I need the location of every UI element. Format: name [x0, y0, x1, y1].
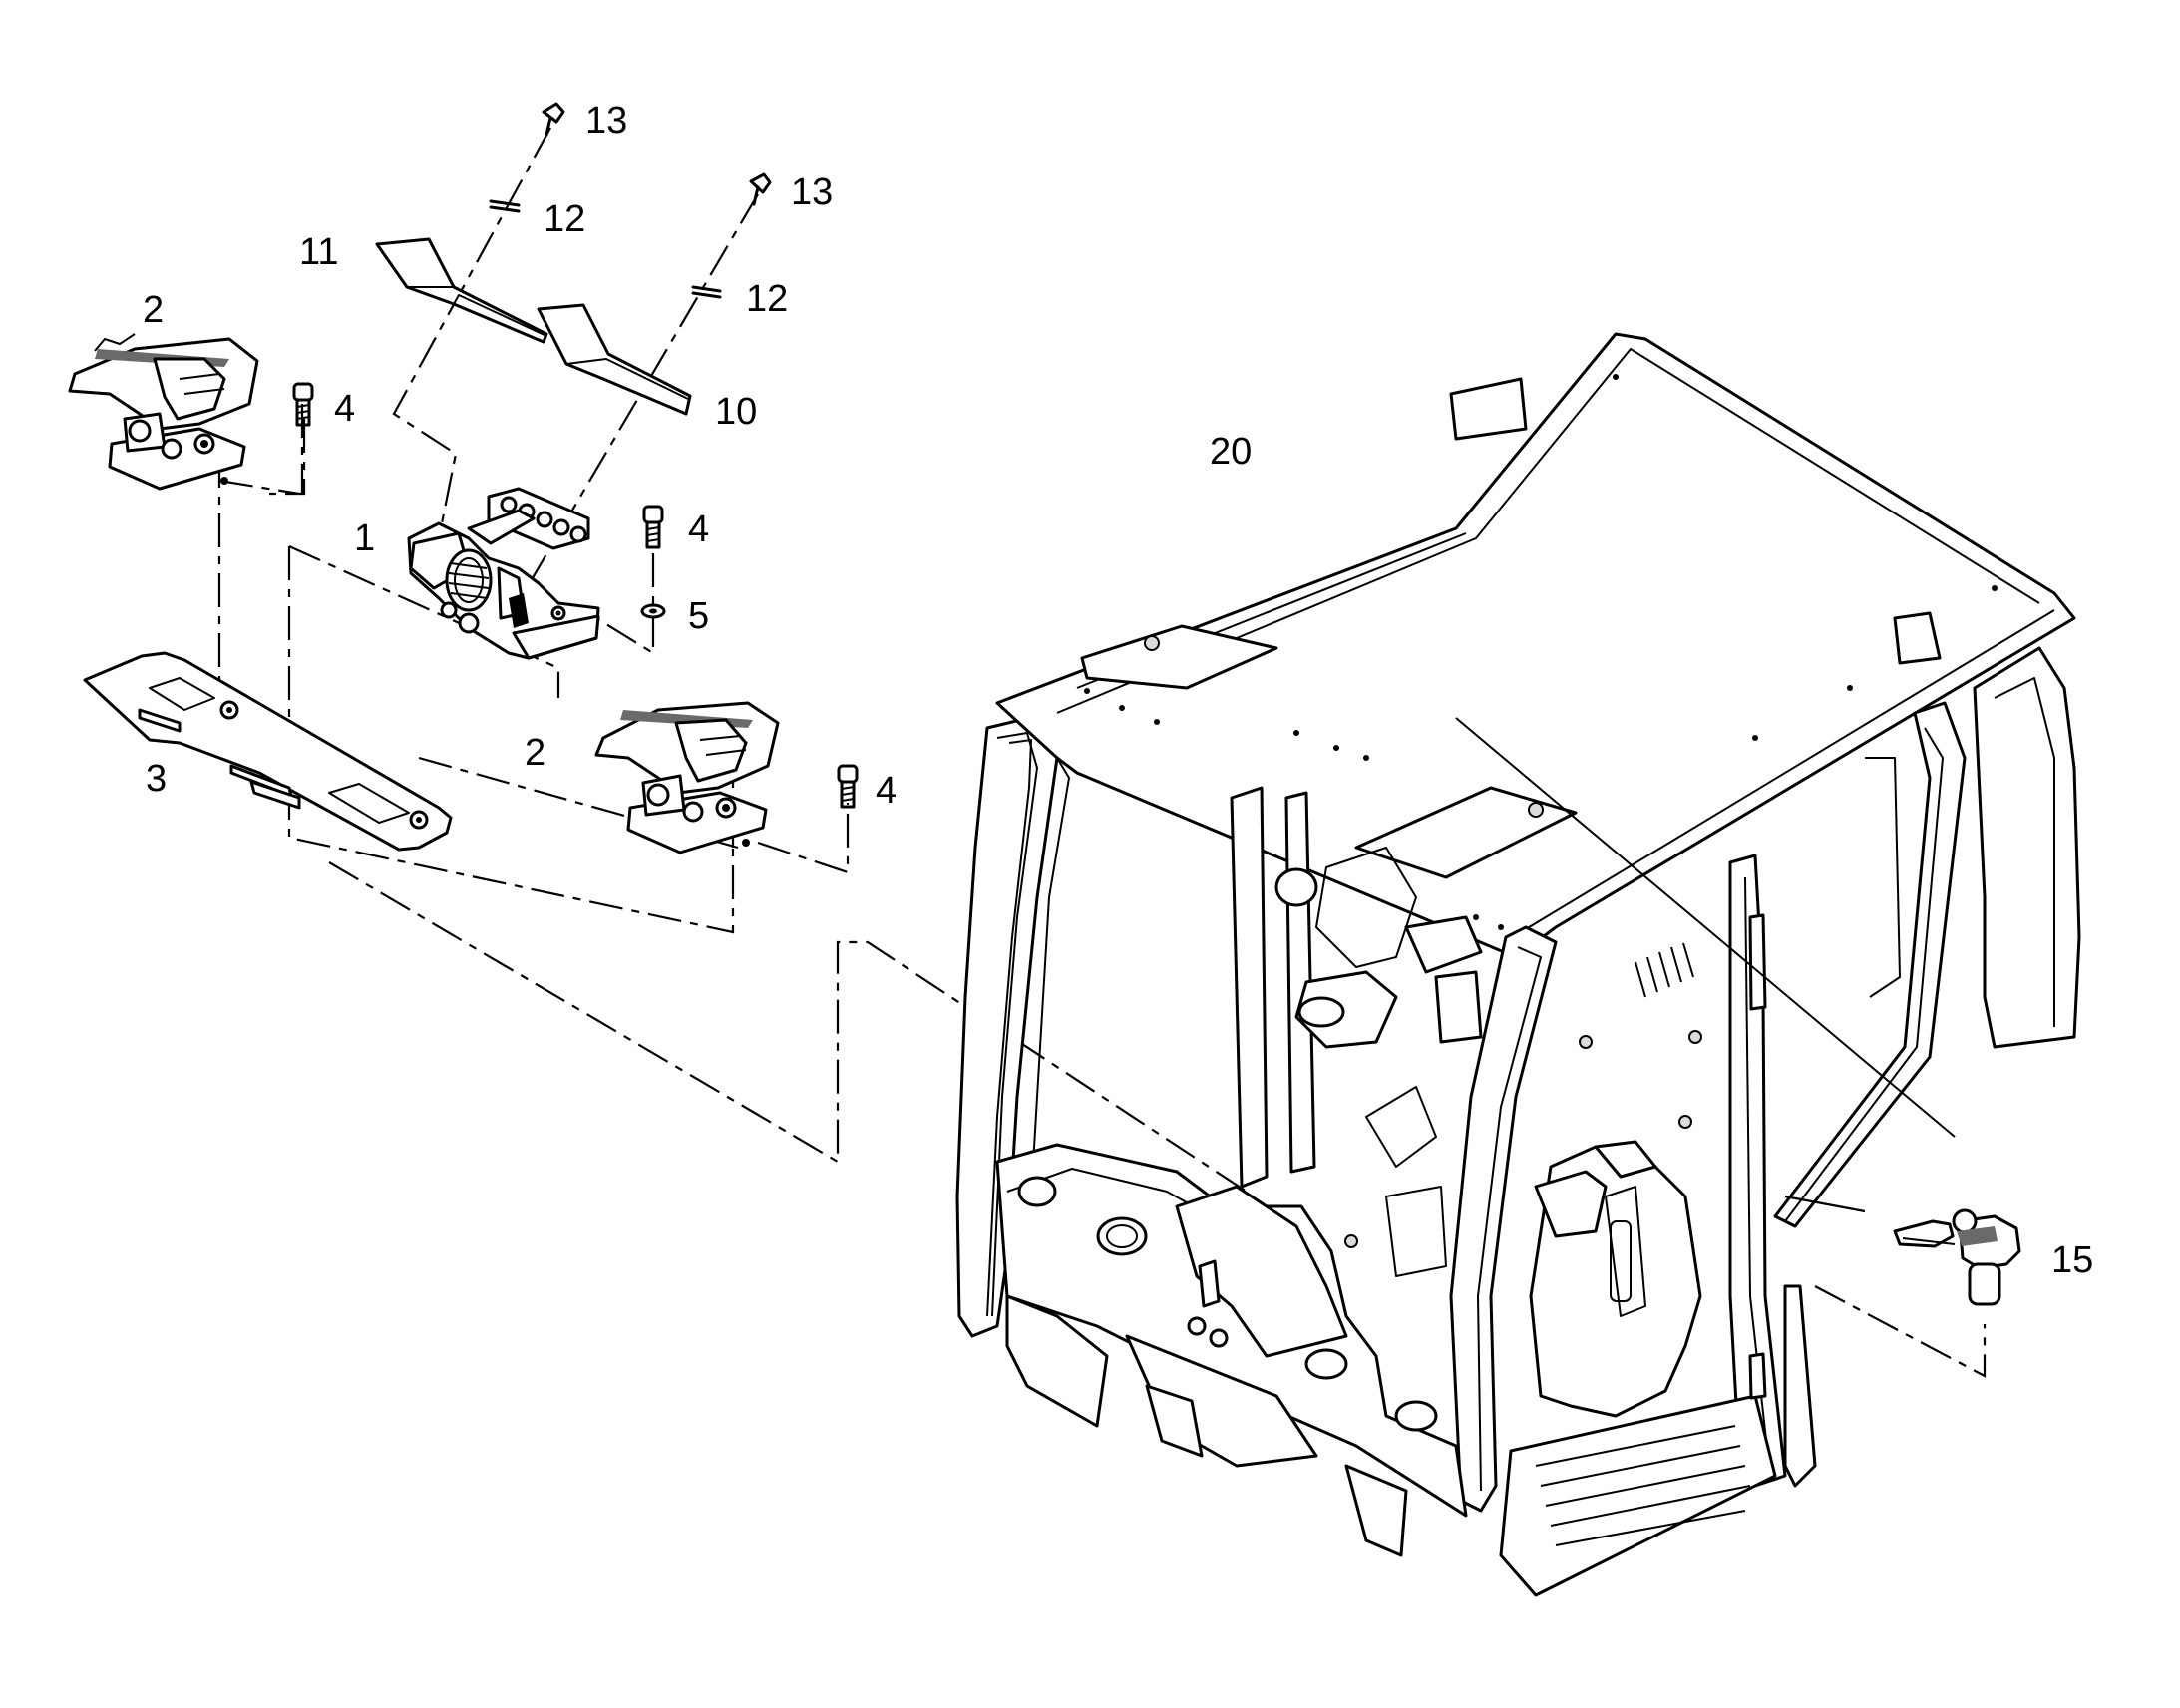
wiper-motor-15-icon [1893, 1208, 2021, 1306]
pedal-assembly-1-icon [407, 487, 600, 660]
assembly-leader-lines [217, 127, 1987, 1378]
callout-15: 15 [2051, 1239, 2093, 1281]
callout-4: 4 [876, 770, 897, 812]
callout-10: 10 [715, 391, 757, 433]
callout-13: 13 [585, 100, 627, 142]
bolt-4-icon [837, 764, 859, 809]
callout-5: 5 [688, 595, 709, 637]
floor-plate-3-icon [83, 651, 453, 852]
screw-13-icon [749, 172, 772, 206]
callout-labels: 13 13 12 12 11 10 2 2 4 4 4 1 5 3 20 15 [143, 100, 2093, 1281]
callout-13: 13 [791, 171, 833, 213]
callout-12: 12 [746, 278, 788, 320]
pedal-bracket-2-icon [68, 333, 259, 491]
bolt-4-icon [292, 382, 314, 427]
pedal-bracket-2-icon [594, 701, 780, 854]
bolt-4-icon [642, 505, 664, 549]
callout-1: 1 [354, 517, 375, 559]
callout-3: 3 [146, 758, 167, 800]
callout-12: 12 [544, 198, 585, 240]
pin-12-icon [489, 199, 521, 213]
washer-5-icon [640, 603, 666, 619]
callout-11: 11 [299, 231, 338, 273]
callout-20: 20 [1210, 431, 1252, 473]
cab-20-icon [955, 332, 2081, 1597]
callout-2: 2 [525, 732, 545, 774]
callout-2: 2 [143, 289, 164, 331]
plate-11-icon [375, 237, 548, 344]
plate-10-icon [537, 303, 692, 416]
pin-12-icon [691, 285, 722, 299]
screw-13-icon [542, 102, 565, 137]
callout-4: 4 [688, 509, 709, 550]
callout-4: 4 [334, 388, 355, 430]
